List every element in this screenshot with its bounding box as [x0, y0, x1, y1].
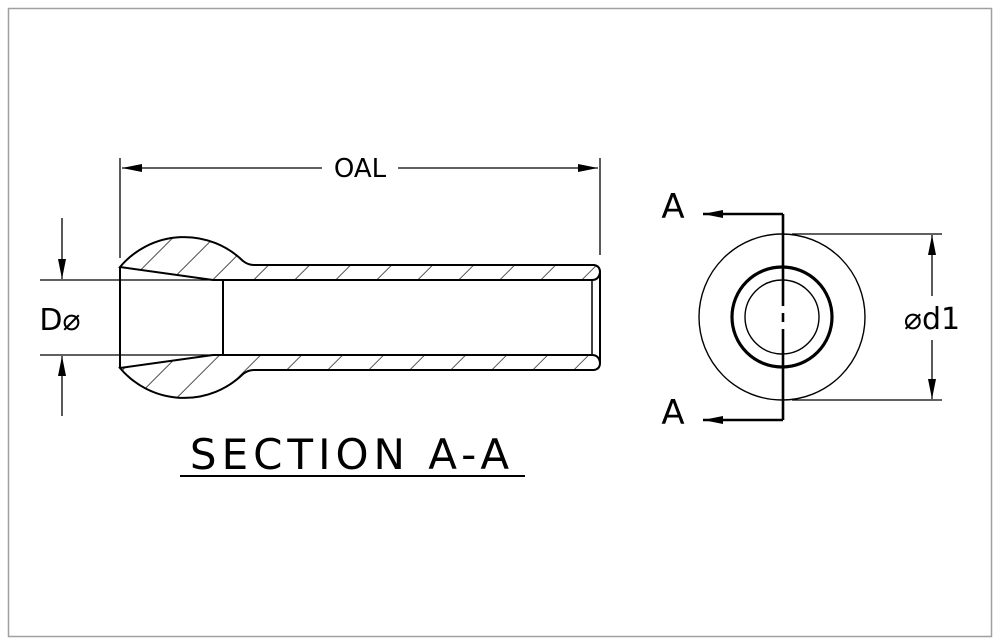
bore-diameter-dimension: [40, 218, 213, 416]
section-view: [118, 236, 602, 399]
oal-dimension: [119, 158, 601, 258]
end-view: [698, 210, 866, 424]
outer-diameter-label: ⌀d1: [904, 302, 960, 337]
bore-diameter-label: D⌀: [39, 303, 80, 338]
outer-diameter-dimension: [792, 233, 942, 401]
section-marker-bottom: A: [661, 393, 684, 433]
hatch-region-top: [118, 236, 602, 281]
drawing-frame: [7, 7, 993, 638]
section-marker-top: A: [661, 187, 684, 227]
oal-label: OAL: [334, 154, 387, 184]
hatch-region-bottom: [118, 354, 602, 399]
section-title: SECTION A-A: [190, 430, 514, 479]
